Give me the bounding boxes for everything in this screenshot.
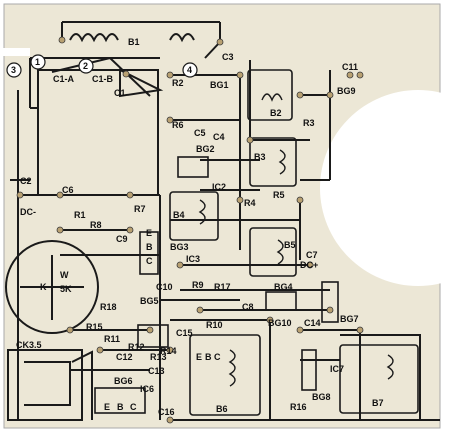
label-b6: B6 [216,404,228,414]
label-r16: R16 [290,402,307,412]
label-r9: R9 [192,280,204,290]
label-r4: R4 [244,198,256,208]
label-r13: R13 [150,352,167,362]
label-n2: 2 [83,61,88,71]
label-ck: CK3.5 [16,340,42,350]
label-r7: R7 [134,204,146,214]
label-c7: C7 [306,250,318,260]
label-c-2: C [130,402,137,412]
terminal-3-marker [6,62,22,78]
label-bg2: BG2 [196,144,215,154]
label-c8: C8 [242,302,254,312]
label-bg8: BG8 [312,392,331,402]
label-n3: 3 [11,65,16,75]
label-r2: R2 [172,78,184,88]
label-bg7: BG7 [340,314,359,324]
solder-pads [16,36,364,424]
label-r15: R15 [86,322,103,332]
label-dcplus: DC+ [300,260,318,270]
label-c14: C14 [304,318,321,328]
label-c9: C9 [116,234,128,244]
label-b-1: B [146,242,153,252]
label-n1: 1 [35,57,40,67]
component-bodies [94,69,419,416]
label-b-3: B [205,352,212,362]
component-labels: 1 2 3 4 B1 C3 C11 BG9 C1-A C1-B C1 R2 BG… [11,37,384,417]
label-c13: C13 [148,366,165,376]
terminal-1-marker [30,54,46,70]
label-ic6: IC6 [140,384,154,394]
label-r1: R1 [74,210,86,220]
label-bg9: BG9 [337,86,356,96]
label-e1: E [146,228,152,238]
label-5k: 5K [60,284,72,294]
label-c11: C11 [342,62,358,72]
label-r18: R18 [100,302,117,312]
label-r5: R5 [273,190,285,200]
label-r14: R14 [160,346,177,356]
label-c1: C1 [114,88,126,98]
label-bg10: BG10 [268,318,292,328]
label-c-3: C [214,352,221,362]
label-c12: C12 [116,352,133,362]
label-c3: C3 [222,52,234,62]
label-bg5: BG5 [140,296,159,306]
label-r8: R8 [90,220,102,230]
terminal-4-marker [182,62,198,78]
label-ic2: IC2 [212,182,226,192]
label-b-2: B [117,402,124,412]
label-b4: B4 [173,210,185,220]
label-k: K [40,282,47,292]
label-r10: R10 [206,320,223,330]
label-c1b: C1-B [92,74,114,84]
label-n4: 4 [187,65,192,75]
label-c-1: C [146,256,153,266]
label-b7: B7 [372,398,384,408]
label-c1a: C1-A [53,74,75,84]
right-cutout [320,90,450,286]
label-c4: C4 [213,132,225,142]
label-b3: B3 [254,152,266,162]
label-ic3: IC3 [186,254,200,264]
label-dcminus: DC- [20,207,36,217]
label-e2: E [104,402,110,412]
label-c15: C15 [176,328,193,338]
label-w: W [60,270,69,280]
label-r12: R12 [128,342,145,352]
label-ic7: IC7 [330,364,344,374]
label-c6: C6 [62,185,74,195]
label-r6: R6 [172,120,184,130]
label-c10: C10 [156,282,173,292]
label-bg1: BG1 [210,80,229,90]
label-c5: C5 [194,128,206,138]
label-b1: B1 [128,37,140,47]
label-c2: C2 [20,176,32,186]
label-e3: E [196,352,202,362]
label-bg3: BG3 [170,242,189,252]
coil-windings [198,93,394,387]
label-r17: R17 [214,282,231,292]
label-bg4: BG4 [274,282,293,292]
label-b2: B2 [270,108,282,118]
label-r11: R11 [104,334,120,344]
label-b5: B5 [284,240,296,250]
left-notch [0,48,30,56]
label-c16: C16 [158,407,175,417]
label-bg6: BG6 [114,376,133,386]
terminal-2-marker [78,58,94,74]
label-r3: R3 [303,118,315,128]
